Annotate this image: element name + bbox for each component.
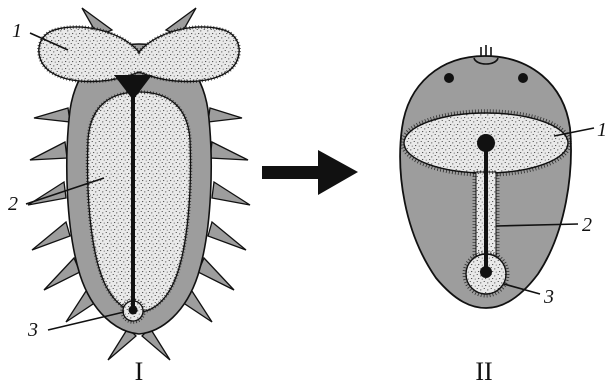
eyespot-right xyxy=(518,73,528,83)
label-2-left: 2 xyxy=(8,193,18,215)
central-rod-top-dot xyxy=(477,134,495,152)
organism-larva: 1 2 3 I xyxy=(8,8,250,386)
label-3-left: 3 xyxy=(27,319,38,341)
transition-arrow xyxy=(262,150,358,195)
roman-numeral-I: I xyxy=(135,357,144,386)
label-1-left: 1 xyxy=(12,20,22,42)
axial-end-dot xyxy=(129,306,138,315)
label-3-right: 3 xyxy=(543,286,554,308)
eyespot-left xyxy=(444,73,454,83)
apical-hairs xyxy=(481,45,491,56)
label-1-right: 1 xyxy=(597,119,607,141)
roman-numeral-II: II xyxy=(475,357,492,386)
label-2-right: 2 xyxy=(582,214,592,236)
central-rod-bottom-dot xyxy=(480,266,492,278)
organism-adult: 1 2 3 II xyxy=(400,45,607,386)
